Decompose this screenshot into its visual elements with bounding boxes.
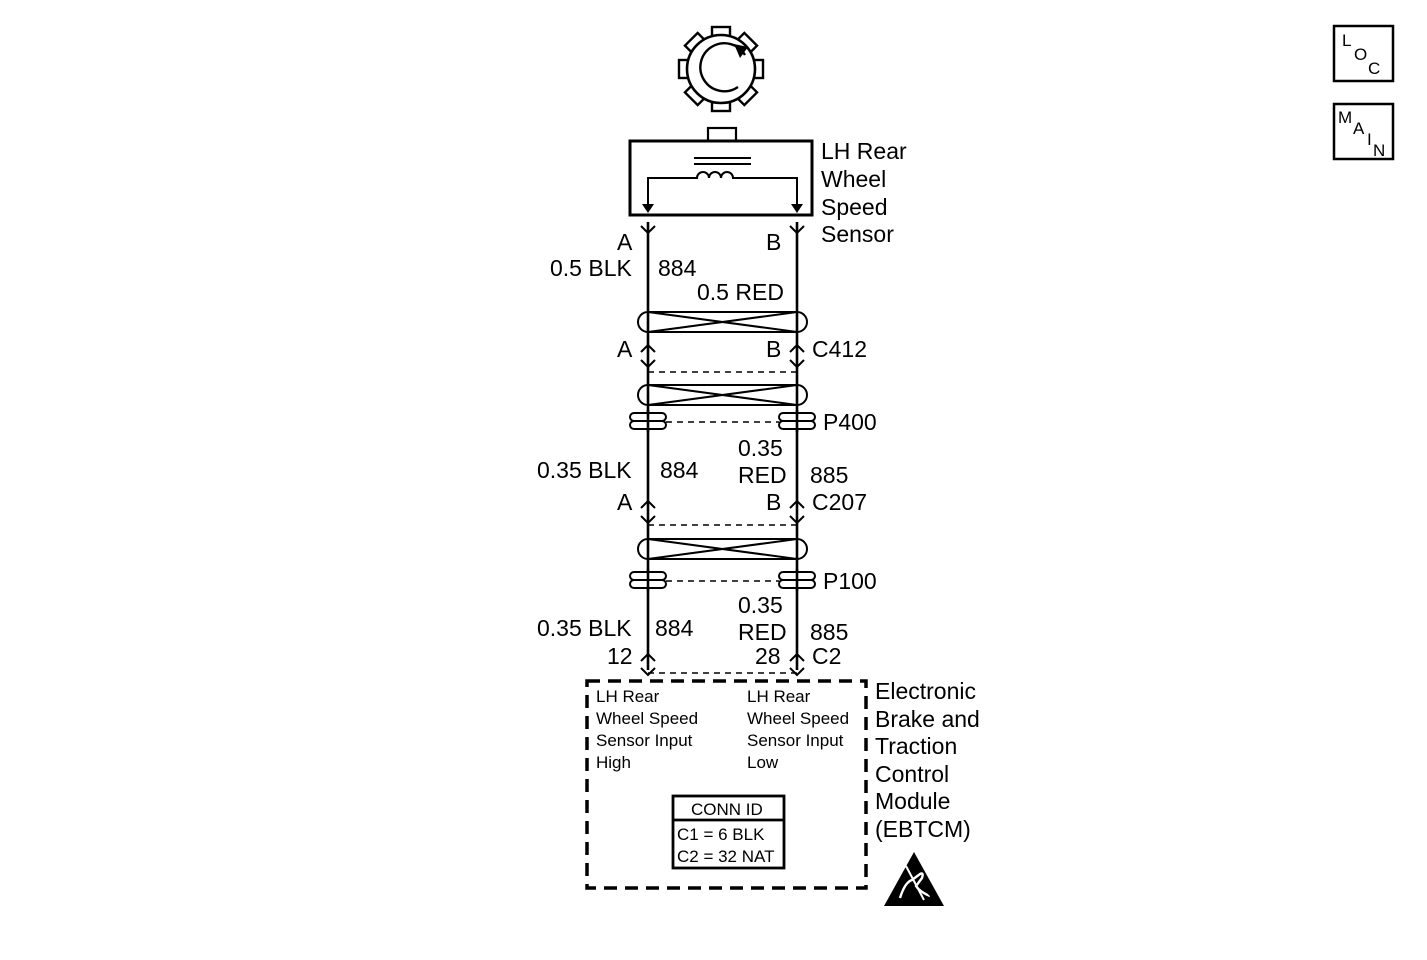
- reluctor-wheel-icon: [677, 25, 765, 113]
- c412-connector: [640, 343, 805, 369]
- module-name-line-1: Electronic: [875, 678, 976, 704]
- c207-pin-b: B: [766, 489, 781, 515]
- c207-label: C207: [812, 489, 867, 515]
- main-letter-n: N: [1373, 141, 1385, 160]
- main-letter-m: M: [1338, 108, 1352, 127]
- loc-letter-c: C: [1368, 59, 1380, 78]
- module-name-line-2: Brake and: [875, 706, 980, 732]
- twisted-pair-1: [637, 311, 808, 333]
- wire-a-top-gauge: 0.5 BLK: [550, 255, 632, 281]
- wire-a-mid-circuit: 884: [660, 457, 699, 483]
- input-high-line-1: LH Rear: [596, 687, 660, 706]
- wire-b-mid-circuit: 885: [810, 462, 848, 488]
- loc-letter-o: O: [1354, 45, 1367, 64]
- module-name-line-4: Control: [875, 761, 949, 787]
- c2-label: C2: [812, 643, 841, 669]
- sensor-name-line-1: LH Rear: [821, 138, 907, 164]
- module-name-line-6: (EBTCM): [875, 816, 971, 842]
- loc-button[interactable]: L O C: [1332, 24, 1395, 83]
- sensor-terminals: [640, 225, 805, 235]
- conn-id-title: CONN ID: [691, 800, 763, 819]
- c2-pin-a: 12: [607, 643, 633, 669]
- sensor-pin-b: B: [766, 229, 781, 255]
- input-low-line-4: Low: [747, 753, 779, 772]
- sensor-name-line-4: Sensor: [821, 221, 894, 247]
- conn-id-row-1: C1 = 6 BLK: [677, 825, 765, 844]
- conn-id-table: [671, 794, 786, 870]
- wire-b-mid-gauge: 0.35: [738, 435, 783, 461]
- sensor-name-line-2: Wheel: [821, 166, 886, 192]
- module-name-line-5: Module: [875, 788, 950, 814]
- sensor-name-line-3: Speed: [821, 194, 888, 220]
- esd-warning-icon: [884, 852, 944, 906]
- p400-label: P400: [823, 409, 877, 435]
- input-high-line-2: Wheel Speed: [596, 709, 698, 728]
- wire-a-low-gauge: 0.35 BLK: [537, 615, 632, 641]
- main-letter-a: A: [1353, 119, 1365, 138]
- loc-letter-l: L: [1342, 31, 1351, 50]
- input-low-line-2: Wheel Speed: [747, 709, 849, 728]
- wire-a-top-circuit: 884: [658, 255, 697, 281]
- wire-b-low-circuit: 885: [810, 619, 848, 645]
- module-name-line-3: Traction: [875, 733, 957, 759]
- c207-pin-a: A: [617, 489, 633, 515]
- c2-pin-b: 28: [755, 643, 781, 669]
- twisted-pair-3: [637, 538, 808, 560]
- c412-label: C412: [812, 336, 867, 362]
- conn-id-row-2: C2 = 32 NAT: [677, 847, 774, 866]
- input-high-line-4: High: [596, 753, 631, 772]
- wire-a-low-circuit: 884: [655, 615, 694, 641]
- twisted-pair-2: [637, 384, 808, 406]
- ebtcm-module-box: [585, 679, 868, 890]
- c2-connector: [640, 652, 805, 677]
- wire-b-low-color: RED: [738, 619, 787, 645]
- p100-label: P100: [823, 568, 877, 594]
- main-letter-i: I: [1367, 130, 1372, 149]
- input-low-line-1: LH Rear: [747, 687, 811, 706]
- c412-pin-b: B: [766, 336, 781, 362]
- wire-b-mid-color: RED: [738, 462, 787, 488]
- c207-connector: [640, 499, 805, 525]
- main-button[interactable]: M A I N: [1332, 102, 1395, 161]
- p400-grommet: [629, 410, 816, 432]
- wire-a-mid-gauge: 0.35 BLK: [537, 457, 632, 483]
- wire-b-top-gauge: 0.5 RED: [697, 279, 784, 305]
- c412-pin-a: A: [617, 336, 633, 362]
- input-high-line-3: Sensor Input: [596, 731, 693, 750]
- wheel-speed-sensor: [628, 126, 814, 217]
- p100-grommet: [629, 569, 816, 591]
- wire-b-low-gauge: 0.35: [738, 592, 783, 618]
- input-low-line-3: Sensor Input: [747, 731, 844, 750]
- sensor-pin-a: A: [617, 229, 633, 255]
